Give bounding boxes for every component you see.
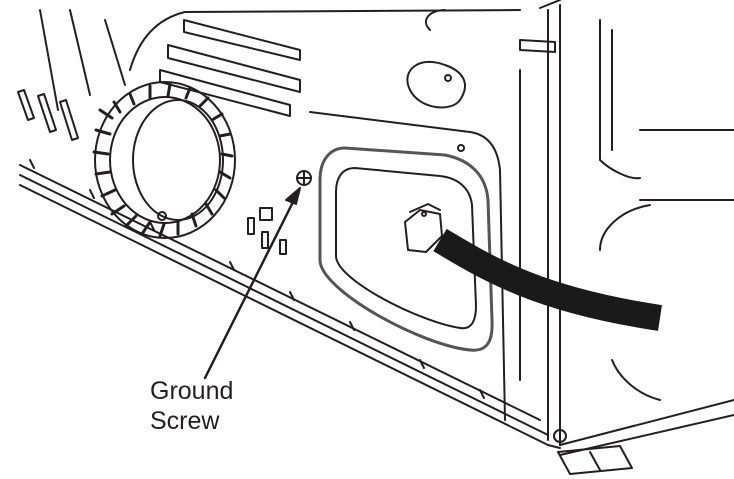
ground-screw-label: Ground Screw <box>150 376 233 436</box>
panel-tabs <box>247 144 465 255</box>
right-side-details <box>406 9 734 475</box>
access-panel <box>318 146 494 352</box>
exhaust-duct-icon <box>92 81 236 239</box>
back-panel <box>129 0 561 446</box>
label-line-1: Ground <box>150 377 234 405</box>
callout-leader-arrow <box>203 187 301 380</box>
bottom-edge <box>19 159 734 456</box>
ground-screw-icon <box>296 170 312 186</box>
cabinet-left-edge <box>39 9 126 111</box>
label-line-2: Screw <box>150 407 220 435</box>
vent-slots <box>159 19 301 117</box>
left-louvers <box>17 89 79 141</box>
power-cord-icon <box>404 203 662 331</box>
